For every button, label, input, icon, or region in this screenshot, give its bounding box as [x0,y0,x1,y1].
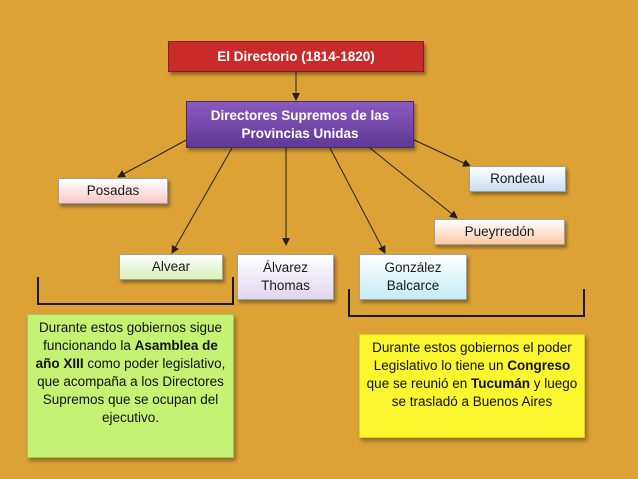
pueyrredon-label: Pueyrredón [464,224,535,239]
root-box-directores-supremos: Directores Supremos de las Provincias Un… [186,101,414,148]
note-asamblea: Durante estos gobiernos sigue funcionand… [27,314,234,458]
gonzalez-balcarce-label: González Balcarce [384,260,442,293]
note-left-text-2: como poder legislativo, que acompaña a l… [37,356,226,425]
rondeau-label: Rondeau [490,171,545,186]
box-pueyrredon: Pueyrredón [434,219,565,245]
arrow-root-to-rondeau [409,137,471,167]
arrow-root-to-alvear [171,147,233,254]
note-right-text-3: y luego se trasladó a Buenos Aires [391,376,578,409]
note-congreso: Durante estos gobiernos el poder Legisla… [359,334,585,438]
bracket-right [348,289,585,317]
note-left-text-1: Durante estos gobiernos sigue funcionand… [38,320,223,353]
box-posadas: Posadas [58,178,168,204]
note-right-bold-congreso: Congreso [507,358,571,373]
note-right-text-1: Durante estos gobiernos el poder Legisla… [372,340,572,373]
box-alvarez-thomas: Álvarez Thomas [237,254,334,300]
note-right-text-2: que se reunió en [366,376,472,391]
bracket-left [37,277,234,305]
title-box: El Directorio (1814-1820) [168,41,424,72]
arrow-root-to-pueyrredon [369,147,458,219]
box-alvear: Alvear [119,254,223,280]
title-text: El Directorio (1814-1820) [217,48,375,64]
note-left-bold-asamblea: Asamblea de año XIII [35,338,218,371]
box-gonzalez-balcarce: González Balcarce [359,254,467,300]
note-right-bold-tucuman: Tucumán [471,376,531,391]
arrow-root-to-gonzalez [329,147,386,254]
alvear-label: Alvear [151,259,191,274]
posadas-label: Posadas [86,183,140,198]
box-rondeau: Rondeau [469,166,566,192]
alvarez-thomas-label: Álvarez Thomas [261,260,310,293]
arrow-root-to-posadas [117,137,191,178]
root-text: Directores Supremos de las Provincias Un… [210,107,390,141]
